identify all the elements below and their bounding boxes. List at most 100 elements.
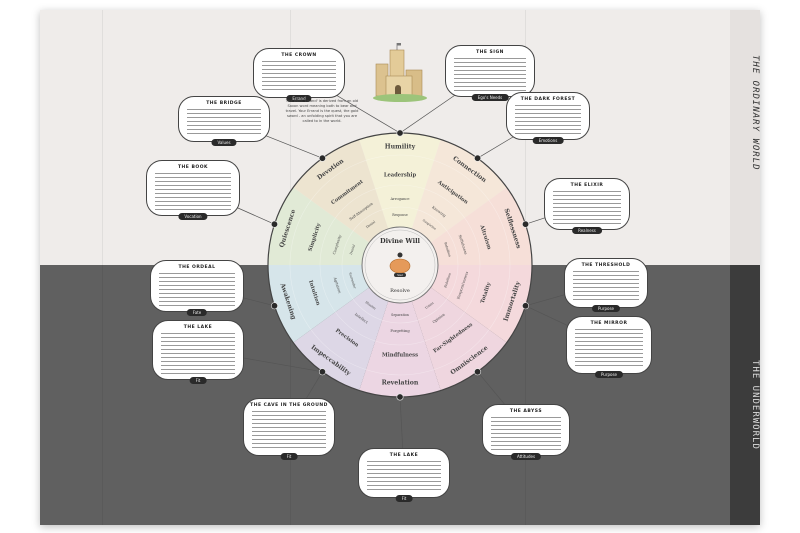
wheel-label: Surrender [348,272,357,290]
rim-node[interactable] [396,393,404,401]
callout-text-line [159,296,235,298]
story-callout[interactable]: The BookVocation [146,160,240,220]
callout-text-line [575,336,643,338]
callout-title: The Crown [281,53,317,58]
callout-tag: Purpose [594,371,624,378]
callout-text-line [573,274,639,276]
wheel-segment [430,265,532,343]
callout-tag: Ego's Needs [471,94,509,101]
callout-text-line [553,214,621,216]
callout-text-line [454,81,526,83]
callout-text-line [491,440,561,442]
wheel-label: Revelation [382,380,419,387]
callout-text-line [155,180,231,182]
callout-text-line [159,304,235,306]
rim-node[interactable] [522,220,530,228]
callout-text-line [262,76,336,78]
callout-text-line [252,442,326,444]
callout-text-line [161,368,235,370]
wheel-segment [293,139,389,243]
callout-text-line [367,476,441,478]
callout-text-line [155,192,231,194]
story-callout[interactable]: The LakeFit [152,320,244,384]
story-callout[interactable]: The CrownErrand [253,48,345,102]
callout-text-line [252,418,326,420]
wheel-label: Arrogance [389,197,409,201]
wheel-segment [430,187,532,265]
callout-text-line [262,72,336,74]
wheel-label: Mindfulness [382,353,418,359]
callout-text-line [515,104,581,106]
rim-node[interactable] [318,368,326,376]
callout-text-line [575,364,643,366]
rim-node[interactable] [270,302,278,310]
wheel-label: Response [392,213,408,217]
rim-node[interactable] [522,302,530,310]
callout-text-line [155,208,231,210]
callout-tag: Values [211,139,237,146]
callout-text-line [262,84,336,86]
story-callout[interactable]: The BridgeValues [178,96,270,146]
wheel-label: Complexity [332,233,342,255]
ring-divider [289,154,511,376]
story-callout[interactable]: The Cave in the GroundFit [243,398,335,460]
callout-tag: Errand [286,95,312,102]
callout-text-line [515,132,581,134]
callout-text-line [161,332,235,334]
callout-text-line [155,200,231,202]
errand-note: The word 'Errand' is derived from an old… [285,99,359,123]
callout-text-line [187,132,261,134]
wheel-segment [293,287,389,391]
wheel-segment [411,139,507,243]
callout-text-line [367,484,441,486]
rim-node[interactable] [474,154,482,162]
story-callout[interactable]: The ThresholdPurpose [564,258,648,312]
wheel-label: Illusion [365,300,377,310]
story-callout[interactable]: The AbyssAttitudes [482,404,570,460]
callout-text-line [155,176,231,178]
wheel-label: Separation [391,313,409,317]
callout-title: The Mirror [590,321,628,326]
callout-text-line [155,184,231,186]
callout-text-line [159,288,235,290]
callout-text-line [367,468,441,470]
callout-text-line [161,348,235,350]
callout-text-line [252,422,326,424]
story-callout[interactable]: The ElixirRealness [544,178,630,234]
rim-node[interactable] [474,368,482,376]
story-callout[interactable]: The OrdealFate [150,260,244,316]
callout-text-line [454,89,526,91]
story-callout[interactable]: The MirrorPurpose [566,316,652,378]
rim-node[interactable] [270,220,278,228]
rim-node[interactable] [396,129,404,137]
callout-text-line [252,446,326,448]
callout-text-line [454,61,526,63]
center-badge-label: Soul [397,273,403,277]
wheel-segment [268,187,370,265]
callout-tag: Emotions [532,137,564,144]
callout-tag: Purpose [591,305,621,312]
callout-text-line [159,272,235,274]
callout-text-line [161,352,235,354]
story-callout[interactable]: The SignEgo's Needs [445,45,535,101]
callout-text-line [553,206,621,208]
callout-tag: Fate [186,309,208,316]
callout-text-line [161,372,235,374]
ring-divider [319,184,481,346]
callout-tag: Vocation [178,213,208,220]
story-callout[interactable]: The Dark ForestEmotions [506,92,590,144]
callout-text-line [491,424,561,426]
callout-text-line [161,336,235,338]
callout-title: The Elixir [570,183,604,188]
center-title: Divine Will [380,237,421,245]
wheel-label: Forgetting [390,329,410,333]
wheel-label: Selfishness [458,234,468,255]
callout-text-line [454,69,526,71]
rim-node[interactable] [318,154,326,162]
callout-text-line [553,198,621,200]
callout-text-line [367,460,441,462]
callout-title: The Book [177,165,209,170]
story-callout[interactable]: The LakeFit [358,448,450,502]
callout-text-line [573,270,639,272]
